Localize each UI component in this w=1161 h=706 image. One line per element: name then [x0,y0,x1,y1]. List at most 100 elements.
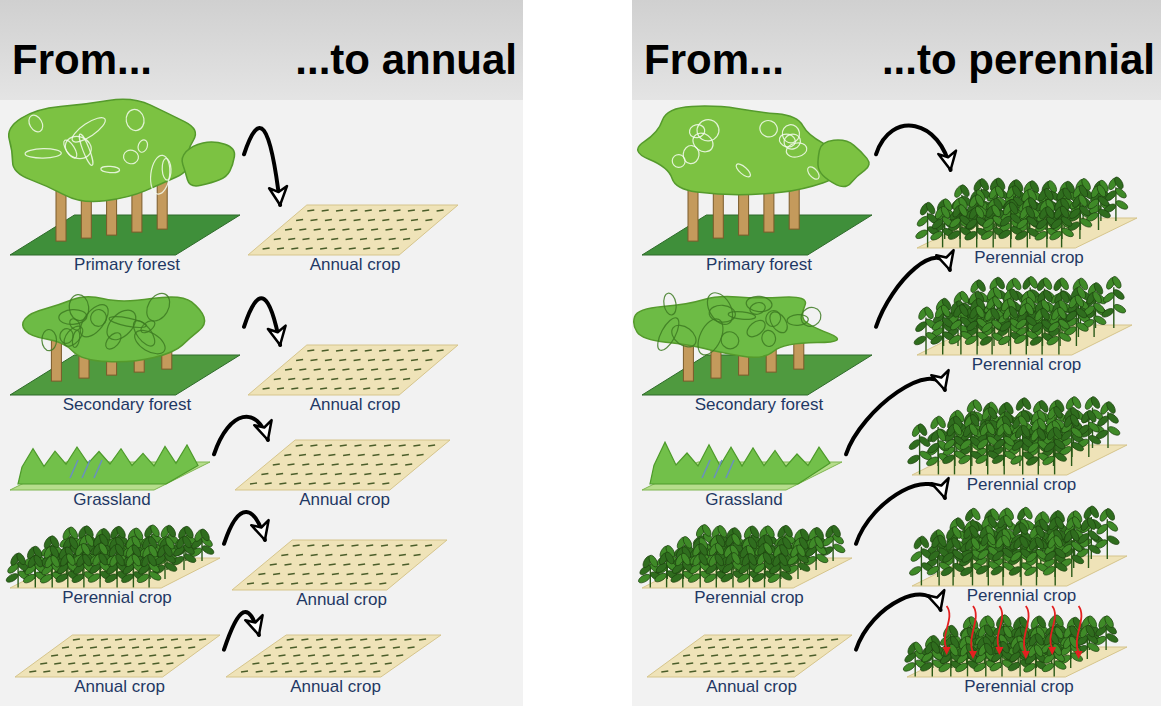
leaf [130,553,142,567]
seedling-row [124,663,131,664]
ground-plane [235,440,450,490]
transition-arrow [876,250,954,327]
seedling-row [82,663,89,664]
leaf [908,565,922,577]
leaf [923,306,935,320]
seedling-row [307,350,314,351]
leaf [941,453,955,465]
leaf [994,185,1006,199]
seedling-row [384,445,391,446]
seedling-row [408,647,415,648]
land-use-illustration [248,345,458,395]
seedling-row [397,220,404,221]
leaf [906,453,920,465]
land-use-label: Annual crop [248,255,462,275]
leaf [1070,540,1084,553]
leaf [87,572,101,584]
leaf [1029,335,1043,347]
seedling-row [378,248,385,249]
header-bar [0,0,523,100]
canopy-texture [668,321,700,352]
leaf [925,201,937,215]
leaf [136,572,150,584]
transition-arrow [856,590,944,650]
leaf [670,572,684,584]
leaf [1087,420,1101,433]
land-use-tile: Primary forest [10,100,244,275]
leaf [713,553,725,567]
seedling-row [332,464,339,465]
seedling-row [285,229,292,230]
seedling-row [296,445,303,446]
ground-plane [15,635,220,677]
seedling-row [185,639,192,640]
seedling-row [331,239,338,240]
canopy-texture [798,304,825,330]
seedling-row [396,545,403,546]
leaf [974,305,986,319]
seedling-row [352,655,359,656]
land-use-illustration [912,498,1127,586]
seedling-row [411,220,418,221]
seedling-row [188,647,195,648]
seedling-row [364,647,371,648]
leaf [751,572,765,584]
seedling-row [379,583,386,584]
seedling-row [408,350,415,351]
canopy-texture [748,301,766,317]
leaf [918,535,930,549]
seedling-row [400,369,407,370]
seedling-row [315,671,322,672]
seedling-row [347,574,354,575]
leaf [925,455,939,467]
seedling-row [349,248,356,249]
seedling-row [267,663,274,664]
canopy-texture [75,300,114,342]
seedling-row [54,663,61,664]
seedling-row [378,388,385,389]
seedling-row [291,474,298,475]
seedling-row [339,360,346,361]
seedling-row [264,655,271,656]
canopy-texture [26,113,45,135]
seedling-row [392,388,399,389]
canopy-texture [122,148,140,165]
seedling-row [428,445,435,446]
canopy [182,142,234,186]
seedling-row [311,663,318,664]
seedling-row [291,583,298,584]
seedling-row [344,671,351,672]
land-use-label: Perennial crop [642,588,856,608]
seedling-row [367,655,374,656]
seedling-row [341,663,348,664]
land-use-illustration [15,635,220,677]
leaf [985,422,997,436]
seedling-row [410,545,417,546]
seedling-row [299,369,306,370]
land-use-tile: Primary forest [642,100,876,275]
leaf [1060,226,1074,238]
ground-plane [642,215,872,255]
canopy [23,297,205,362]
leaf [929,230,943,242]
leaf [970,507,982,521]
seedling-row [378,647,385,648]
seedling-row [138,663,145,664]
seedling-row [390,639,397,640]
seedling-row [337,655,344,656]
seedling-row [87,639,94,640]
leaf [703,572,717,584]
seedling-row [276,474,283,475]
seedling-row [399,555,406,556]
seedling-row [320,248,327,249]
seedling-row [408,210,415,211]
seedling-row [291,248,298,249]
leaf [782,524,794,538]
leaf [181,535,193,549]
leaf [1086,529,1100,542]
leaf [1009,454,1023,466]
seedling-row [319,647,326,648]
seedling-row [299,229,306,230]
leaf [926,565,940,577]
